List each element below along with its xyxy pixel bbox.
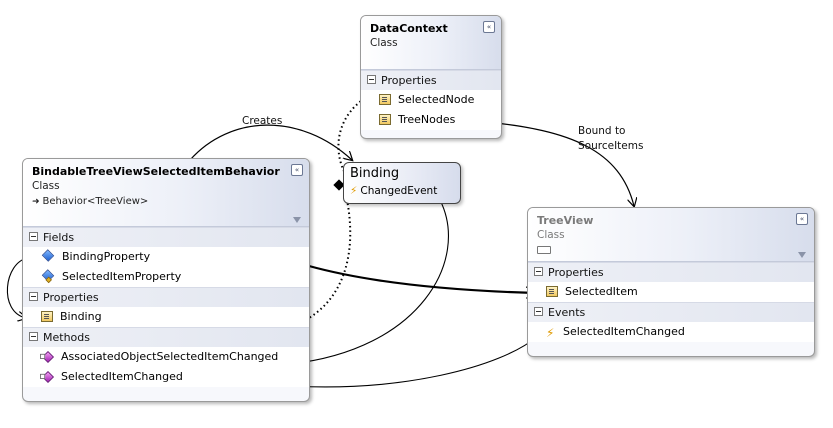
behavior-member-binding[interactable]: Binding bbox=[23, 307, 309, 327]
behavior-properties-expander-icon[interactable] bbox=[29, 292, 38, 301]
inherit-arrow-icon: ➜ bbox=[32, 197, 40, 207]
datacontext-member-treenodes[interactable]: TreeNodes bbox=[361, 110, 501, 130]
datacontext-collapse-icon[interactable]: « bbox=[483, 21, 495, 33]
member-label: TreeNodes bbox=[398, 113, 456, 126]
treeview-events-section[interactable]: Events bbox=[528, 302, 814, 322]
datacontext-properties-title: Properties bbox=[381, 74, 437, 87]
member-label: SelectedItem bbox=[565, 285, 638, 298]
property-icon bbox=[379, 94, 391, 105]
treeview-events-title: Events bbox=[548, 306, 586, 319]
binding-class-name: Binding bbox=[350, 166, 400, 181]
datacontext-class-box[interactable]: DataContext Class « Properties SelectedN… bbox=[360, 15, 502, 139]
bound-to-label: Bound to SourceItems bbox=[578, 124, 643, 154]
datacontext-member-selectednode[interactable]: SelectedNode bbox=[361, 90, 501, 110]
bound-to-label-line2: SourceItems bbox=[578, 140, 644, 152]
behavior-properties-title: Properties bbox=[43, 291, 99, 304]
behavior-fields-title: Fields bbox=[43, 231, 75, 244]
property-icon bbox=[41, 311, 53, 322]
behavior-methods-section[interactable]: Methods bbox=[23, 327, 309, 347]
behavior-base-class-label: Behavior<TreeView> bbox=[42, 196, 149, 207]
selected-item-changed-connector bbox=[290, 335, 539, 387]
creates-label: Creates bbox=[242, 115, 283, 127]
binding-event-label: ChangedEvent bbox=[360, 185, 438, 197]
behavior-fields-expander-icon[interactable] bbox=[29, 232, 38, 241]
member-label: SelectedItemProperty bbox=[62, 270, 182, 283]
behavior-methods-title: Methods bbox=[43, 331, 90, 344]
datacontext-class-name: DataContext bbox=[370, 22, 448, 35]
member-label: SelectedNode bbox=[398, 93, 475, 106]
event-icon: ⚡ bbox=[350, 185, 358, 197]
treeview-class-box[interactable]: TreeView Class « Properties SelectedItem… bbox=[527, 207, 815, 357]
treeview-header[interactable]: TreeView Class « bbox=[528, 208, 814, 262]
treeview-member-selecteditemchanged[interactable]: ⚡ SelectedItemChanged bbox=[528, 322, 814, 342]
behavior-base-class: ➜Behavior<TreeView> bbox=[32, 195, 301, 209]
property-icon bbox=[379, 114, 391, 125]
behavior-fields-section[interactable]: Fields bbox=[23, 227, 309, 247]
binding-event-member[interactable]: ⚡ChangedEvent bbox=[350, 183, 454, 199]
treeview-collapse-icon[interactable]: « bbox=[796, 213, 808, 225]
treeview-properties-expander-icon[interactable] bbox=[534, 267, 543, 276]
treeview-class-kind: Class bbox=[537, 229, 565, 241]
behavior-header[interactable]: BindableTreeViewSelectedItemBehavior Cla… bbox=[23, 159, 309, 227]
binding-property-to-selected-item-connector bbox=[308, 264, 536, 293]
static-field-icon bbox=[41, 269, 55, 282]
filter-icon[interactable] bbox=[798, 252, 806, 258]
creates-connector bbox=[189, 124, 352, 160]
method-icon bbox=[41, 370, 55, 384]
treeview-member-selecteditem[interactable]: SelectedItem bbox=[528, 282, 814, 302]
treeview-properties-section[interactable]: Properties bbox=[528, 262, 814, 282]
binding-class-box[interactable]: Binding ⚡ChangedEvent bbox=[343, 162, 461, 204]
behavior-properties-section[interactable]: Properties bbox=[23, 287, 309, 307]
behavior-member-selecteditemproperty[interactable]: SelectedItemProperty bbox=[23, 267, 309, 287]
field-icon bbox=[41, 249, 55, 262]
member-label: SelectedItemChanged bbox=[563, 325, 685, 338]
treeview-events-expander-icon[interactable] bbox=[534, 307, 543, 316]
member-label: Binding bbox=[60, 310, 102, 323]
datacontext-header[interactable]: DataContext Class « bbox=[361, 16, 501, 70]
assembly-reference-icon bbox=[537, 242, 806, 257]
behavior-class-kind: Class bbox=[32, 180, 60, 192]
member-label: BindingProperty bbox=[62, 250, 151, 263]
behavior-collapse-icon[interactable]: « bbox=[291, 164, 303, 176]
treeview-properties-title: Properties bbox=[548, 266, 604, 279]
filter-icon[interactable] bbox=[293, 217, 301, 223]
behavior-member-selecteditemchanged[interactable]: SelectedItemChanged bbox=[23, 367, 309, 387]
bound-to-label-line1: Bound to bbox=[578, 125, 626, 137]
behavior-methods-expander-icon[interactable] bbox=[29, 332, 38, 341]
behavior-member-bindingproperty[interactable]: BindingProperty bbox=[23, 247, 309, 267]
datacontext-properties-section[interactable]: Properties bbox=[361, 70, 501, 90]
method-icon bbox=[41, 350, 55, 364]
behavior-member-associatedobjectselecteditemchanged[interactable]: AssociatedObjectSelectedItemChanged bbox=[23, 347, 309, 367]
property-icon bbox=[546, 286, 558, 297]
datacontext-class-kind: Class bbox=[370, 37, 398, 49]
behavior-class-box[interactable]: BindableTreeViewSelectedItemBehavior Cla… bbox=[22, 158, 310, 402]
event-icon: ⚡ bbox=[546, 326, 555, 340]
changed-event-connector bbox=[290, 199, 449, 364]
member-label: AssociatedObjectSelectedItemChanged bbox=[61, 350, 279, 363]
datacontext-properties-expander-icon[interactable] bbox=[367, 75, 376, 84]
behavior-class-name: BindableTreeViewSelectedItemBehavior bbox=[32, 165, 280, 178]
member-label: SelectedItemChanged bbox=[61, 370, 183, 383]
treeview-class-name: TreeView bbox=[537, 214, 594, 227]
